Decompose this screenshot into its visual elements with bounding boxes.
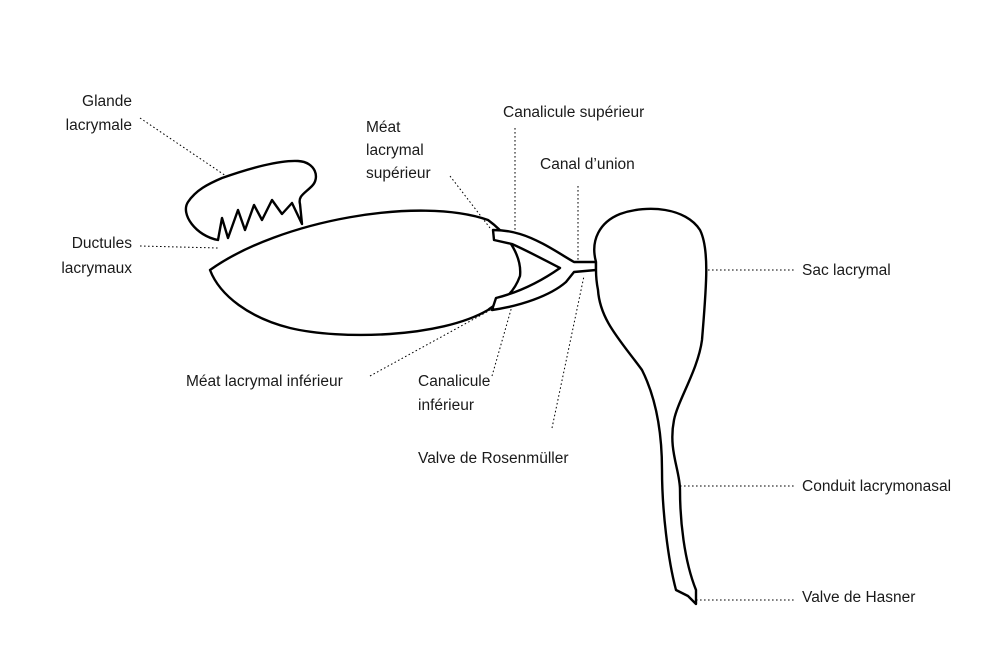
- lacrimal-sac-duct-shape: [593, 207, 708, 606]
- label-glande-line2: lacrymale: [66, 117, 132, 134]
- leader-canalicule-inf: [491, 305, 513, 377]
- label-valve-rosenmuller: Valve de Rosenmüller: [418, 450, 568, 467]
- label-glande-line1: Glande: [82, 93, 132, 110]
- eyelid-shape: [208, 209, 522, 337]
- label-valve-hasner: Valve de Hasner: [802, 589, 915, 606]
- lacrimal-gland-shape: [184, 159, 318, 242]
- label-meat-sup-line1: Méat: [366, 119, 401, 136]
- label-canalicule-inf-line2: inférieur: [418, 397, 474, 414]
- label-meat-sup-line3: supérieur: [366, 165, 431, 182]
- label-ductules-line1: Ductules: [72, 235, 133, 252]
- leader-rosenmuller: [551, 275, 585, 429]
- label-conduit-lacrymonasal: Conduit lacrymonasal: [802, 478, 951, 495]
- label-sac-lacrymal: Sac lacrymal: [802, 262, 891, 279]
- label-meat-sup-line2: lacrymal: [366, 142, 424, 159]
- label-canalicule-inf-line1: Canalicule: [418, 373, 490, 390]
- label-meat-inf: Méat lacrymal inférieur: [186, 373, 343, 390]
- label-canal-union: Canal d’union: [540, 156, 635, 173]
- canaliculi-shape: [490, 228, 598, 312]
- leader-ductules: [139, 245, 219, 249]
- label-canalicule-sup: Canalicule supérieur: [503, 104, 644, 121]
- leader-meat-sup: [449, 175, 491, 229]
- label-ductules-line2: lacrymaux: [61, 260, 132, 277]
- leader-glande: [139, 117, 227, 177]
